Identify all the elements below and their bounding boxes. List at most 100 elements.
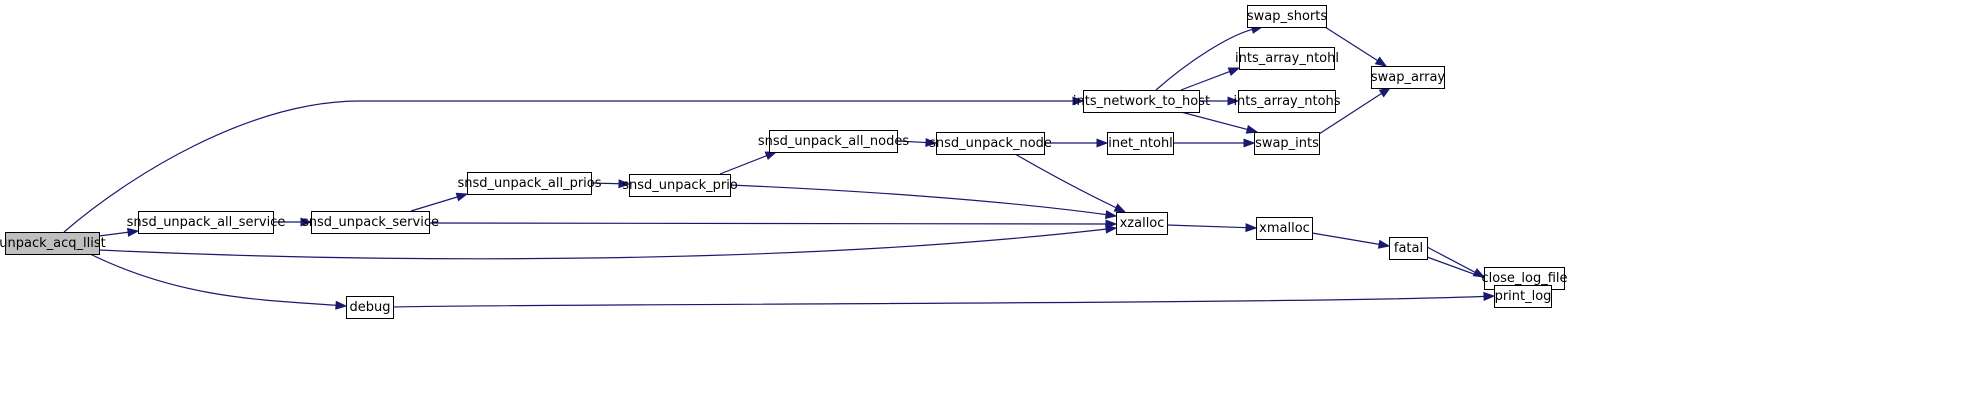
node-label: unpack_acq_llist	[0, 236, 106, 251]
edge-unpack_acq_llist-to-snsd_unpack_all_service	[98, 227, 140, 237]
node-snsd-unpack-prio[interactable]: snsd_unpack_prio	[622, 174, 738, 197]
arrowhead-icon	[1374, 56, 1388, 67]
edge-snsd_unpack_all_nodes-to-snsd_unpack_node	[896, 137, 938, 147]
node-box	[5, 232, 100, 255]
edge-unpack_acq_llist-to-ints_network_to_host	[63, 96, 1085, 233]
node-box	[1239, 47, 1335, 70]
edge-snsd_unpack_node-to-inet_ntohl	[1044, 138, 1109, 148]
edge-unpack_acq_llist-to-debug	[89, 253, 348, 310]
arrowhead-icon	[1245, 124, 1259, 134]
node-box	[769, 130, 898, 153]
node-snsd-unpack-service[interactable]: snsd_unpack_service	[302, 211, 439, 234]
arrowhead-icon	[1113, 203, 1127, 213]
node-ints-array-ntohs[interactable]: ints_array_ntohs	[1233, 90, 1341, 113]
edge-fatal-to-close_log_file	[1426, 246, 1486, 278]
node-box	[1107, 132, 1174, 155]
arrowhead-icon	[1104, 210, 1118, 220]
node-box	[1116, 212, 1168, 235]
node-label: swap_ints	[1255, 136, 1319, 151]
node-label: ints_network_to_host	[1073, 94, 1210, 109]
edge-debug-to-print_log	[392, 291, 1496, 308]
arrowhead-icon	[335, 300, 348, 310]
node-inet-ntohl[interactable]: inet_ntohl	[1107, 132, 1174, 155]
node-label: ints_array_ntohs	[1233, 94, 1340, 109]
edge-snsd_unpack_service-to-snsd_unpack_all_prios	[410, 192, 469, 212]
edge-ints_network_to_host-to-ints_array_ntohs	[1199, 96, 1240, 106]
arrowhead-icon	[1105, 219, 1118, 229]
arrowhead-icon	[127, 227, 140, 237]
edge-snsd_unpack_prio-to-snsd_unpack_all_nodes	[719, 151, 778, 175]
node-box	[467, 172, 592, 195]
node-box	[1083, 90, 1200, 113]
node-unpack-acq-llist[interactable]: unpack_acq_llist	[0, 232, 106, 255]
node-box	[1371, 66, 1445, 89]
edge-snsd_unpack_all_prios-to-snsd_unpack_prio	[590, 179, 631, 189]
arrowhead-icon	[1227, 96, 1240, 106]
node-box	[311, 211, 430, 234]
edge-snsd_unpack_node-to-xzalloc	[1014, 153, 1127, 213]
node-swap-ints[interactable]: swap_ints	[1254, 132, 1320, 155]
node-swap-shorts[interactable]: swap_shorts	[1247, 5, 1328, 28]
node-label: close_log_file	[1481, 271, 1567, 286]
edge-swap_shorts-to-swap_array	[1324, 26, 1388, 67]
node-ints-array-ntohl[interactable]: ints_array_ntohl	[1235, 47, 1339, 70]
node-box	[138, 211, 274, 234]
node-label: swap_shorts	[1247, 9, 1328, 24]
node-label: snsd_unpack_all_service	[127, 215, 286, 230]
arrowhead-icon	[1096, 138, 1109, 148]
node-debug[interactable]: debug	[346, 296, 394, 319]
node-label: fatal	[1394, 241, 1423, 256]
node-box	[629, 174, 731, 197]
edge-ints_network_to_host-to-swap_ints	[1180, 111, 1259, 134]
node-label: snsd_unpack_service	[302, 215, 439, 230]
node-label: swap_array	[1371, 70, 1446, 85]
node-box	[1254, 132, 1320, 155]
node-label: xmalloc	[1259, 221, 1310, 236]
arrowhead-icon	[1245, 223, 1258, 233]
edge-swap_ints-to-swap_array	[1318, 87, 1392, 135]
node-xmalloc[interactable]: xmalloc	[1256, 217, 1313, 240]
edge-inet_ntohl-to-swap_ints	[1173, 138, 1256, 148]
edge-ints_network_to_host-to-ints_array_ntohl	[1180, 67, 1241, 91]
node-snsd-unpack-node[interactable]: snsd_unpack_node	[929, 132, 1052, 155]
node-label: snsd_unpack_prio	[622, 178, 738, 193]
node-label: snsd_unpack_all_nodes	[758, 134, 910, 149]
call-graph-nodes: unpack_acq_llist snsd_unpack_all_service s…	[0, 5, 1568, 319]
node-label: inet_ntohl	[1108, 136, 1173, 151]
node-box	[1494, 285, 1552, 308]
node-box	[1256, 217, 1313, 240]
node-ints-network-to-host[interactable]: ints_network_to_host	[1073, 90, 1210, 113]
node-label: snsd_unpack_node	[929, 136, 1052, 151]
node-box	[936, 132, 1045, 155]
edge-xzalloc-to-xmalloc	[1166, 223, 1258, 233]
node-snsd-unpack-all-prios[interactable]: snsd_unpack_all_prios	[457, 172, 602, 195]
node-label: debug	[350, 300, 391, 315]
node-label: snsd_unpack_all_prios	[457, 176, 601, 191]
arrowhead-icon	[1072, 96, 1085, 106]
arrowhead-icon	[1243, 138, 1256, 148]
arrowhead-icon	[300, 217, 313, 227]
edge-xmalloc-to-fatal	[1311, 232, 1391, 249]
node-xzalloc[interactable]: xzalloc	[1116, 212, 1168, 235]
arrowhead-icon	[925, 137, 938, 147]
node-box	[1247, 5, 1327, 28]
node-box	[1238, 90, 1336, 113]
node-label: print_log	[1495, 289, 1552, 304]
node-swap-array[interactable]: swap_array	[1371, 66, 1446, 89]
arrowhead-icon	[1378, 87, 1392, 98]
edge-snsd_unpack_prio-to-xzalloc	[729, 184, 1118, 220]
node-snsd-unpack-all-service[interactable]: snsd_unpack_all_service	[127, 211, 286, 234]
arrowhead-icon	[1377, 239, 1391, 249]
node-print-log[interactable]: print_log	[1494, 285, 1552, 308]
edge-snsd_unpack_all_service-to-snsd_unpack_service	[273, 217, 313, 227]
arrowhead-icon	[618, 179, 631, 189]
node-label: ints_array_ntohl	[1235, 51, 1339, 66]
node-box	[346, 296, 394, 319]
arrowhead-icon	[455, 192, 469, 202]
arrowhead-icon	[1483, 291, 1496, 301]
node-label: xzalloc	[1120, 216, 1165, 231]
edge-snsd_unpack_service-to-xzalloc	[428, 219, 1118, 229]
node-snsd-unpack-all-nodes[interactable]: snsd_unpack_all_nodes	[758, 130, 910, 153]
node-fatal[interactable]: fatal	[1389, 237, 1428, 260]
